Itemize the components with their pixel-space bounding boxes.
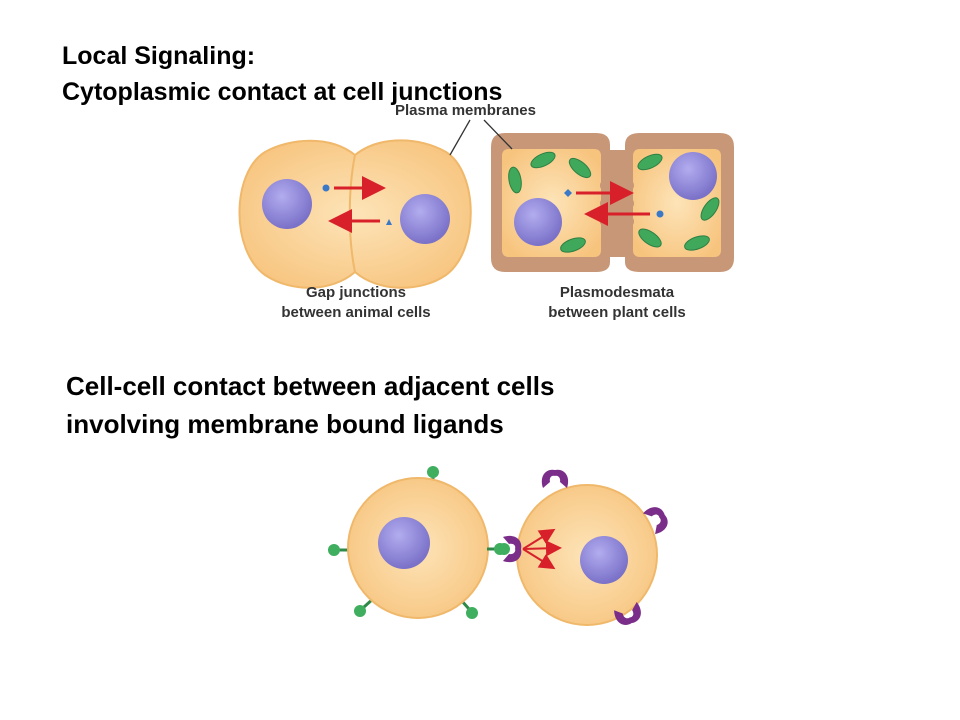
cell-cell-contact-figure: [328, 466, 668, 626]
receptor: [614, 602, 641, 625]
signal-arrow: [522, 528, 556, 550]
plasmodesmata-label: Plasmodesmata: [560, 284, 675, 301]
ligand: [328, 544, 350, 556]
heading-line-1: Cell-cell contact between adjacent cells: [66, 371, 555, 401]
ligand: [459, 599, 478, 619]
receptors: [503, 469, 668, 625]
gap-junction-figure: [238, 139, 472, 289]
signal-molecule-diamond: [564, 189, 572, 197]
plant-nucleus-left: [514, 198, 562, 246]
chloroplast: [684, 235, 710, 251]
chloroplast: [508, 166, 522, 194]
plasmodesmata-figure: [491, 133, 734, 272]
chloroplast: [530, 151, 556, 169]
plasmodesma-channel-1: [600, 181, 634, 190]
target-cell-nucleus: [580, 536, 628, 584]
heading-line-2: involving membrane bound ligands: [66, 409, 504, 439]
plasmodesma-channel-2: [600, 199, 634, 208]
heading-line-2: Cytoplasmic contact at cell junctions: [62, 78, 503, 106]
chloroplasts: [508, 151, 720, 253]
gap-junctions-label-line2: between animal cells: [281, 304, 430, 321]
signaling-cell-nucleus: [378, 517, 430, 569]
heading-local-signaling: Local Signaling: Cytoplasmic contact at …: [62, 38, 502, 110]
chloroplast: [568, 157, 592, 179]
plasmodesma-channel-3: [600, 217, 634, 226]
plasma-membranes-label: Plasma membranes: [395, 102, 536, 119]
chloroplast: [637, 153, 663, 171]
gap-junctions-label: Gap junctions: [306, 284, 406, 301]
signal-arrows: [522, 528, 562, 570]
nucleus-left: [262, 179, 312, 229]
signal-molecule-triangle: [386, 219, 392, 225]
plant-nucleus-right: [669, 152, 717, 200]
chloroplast: [638, 228, 662, 248]
receptor: [503, 535, 522, 563]
signal-arrow: [522, 548, 556, 570]
chloroplast: [700, 197, 720, 221]
nucleus-right: [400, 194, 450, 244]
contact-ligand: [487, 543, 506, 555]
heading-cell-cell-contact: Cell-cell contact between adjacent cells…: [66, 367, 554, 443]
signal-molecule: [656, 210, 664, 218]
chloroplast: [560, 237, 586, 253]
receptor: [643, 507, 668, 535]
signal-molecule: [322, 184, 330, 192]
plasma-membrane-pointers: [449, 119, 513, 156]
signal-arrow: [522, 540, 562, 557]
heading-line-1: Local Signaling:: [62, 42, 256, 70]
receptor: [541, 469, 569, 488]
plasmodesmata-label-line2: between plant cells: [548, 304, 686, 321]
